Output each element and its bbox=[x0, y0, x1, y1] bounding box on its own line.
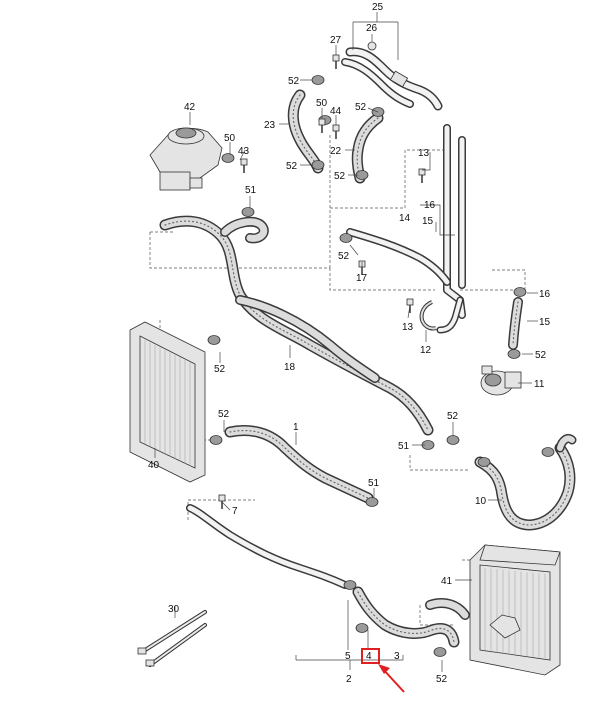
label-52: 52 bbox=[286, 161, 298, 172]
label-10: 10 bbox=[475, 496, 487, 507]
label-15: 15 bbox=[539, 317, 551, 328]
hose-clamp bbox=[541, 447, 555, 457]
label-51: 51 bbox=[368, 478, 380, 489]
hose-10 bbox=[474, 433, 577, 531]
hose-1 bbox=[224, 425, 374, 504]
label-52: 52 bbox=[535, 350, 547, 361]
hose-clamp bbox=[433, 647, 447, 657]
label-44: 44 bbox=[330, 106, 342, 117]
label-52: 52 bbox=[447, 411, 459, 422]
bracket-12 bbox=[419, 300, 437, 331]
pipe-7 bbox=[186, 504, 349, 589]
label-52: 52 bbox=[436, 674, 448, 685]
part-labels: 25 26 27 52 50 44 23 52 22 52 52 13 16 1… bbox=[148, 2, 551, 685]
expansion-tank-42 bbox=[149, 127, 223, 191]
pipes-14-15-16 bbox=[346, 124, 466, 334]
label-15: 15 bbox=[422, 216, 434, 227]
label-18: 18 bbox=[284, 362, 296, 373]
leader-lines bbox=[154, 12, 538, 672]
label-51: 51 bbox=[245, 185, 257, 196]
label-50: 50 bbox=[316, 98, 328, 109]
highlight-arrowhead bbox=[378, 664, 390, 674]
hose-3 bbox=[352, 586, 470, 648]
label-16: 16 bbox=[539, 289, 551, 300]
label-1: 1 bbox=[293, 422, 299, 433]
label-26: 26 bbox=[366, 23, 378, 34]
hose-clamp bbox=[507, 349, 521, 359]
hose-clamp bbox=[343, 580, 357, 590]
hose-clamp bbox=[446, 435, 460, 445]
label-5: 5 bbox=[345, 651, 351, 662]
bolt bbox=[318, 118, 326, 126]
label-52: 52 bbox=[214, 364, 226, 375]
hose-23 bbox=[287, 89, 324, 174]
label-4: 4 bbox=[366, 651, 372, 662]
label-52: 52 bbox=[288, 76, 300, 87]
hose-clamp bbox=[477, 457, 491, 467]
label-40: 40 bbox=[148, 460, 160, 471]
highlight-box bbox=[361, 648, 380, 664]
label-52: 52 bbox=[334, 171, 346, 182]
bolt bbox=[332, 124, 340, 132]
hose-clamp bbox=[339, 233, 353, 243]
bolts bbox=[218, 54, 426, 509]
label-52: 52 bbox=[218, 409, 230, 420]
label-42: 42 bbox=[184, 102, 196, 113]
hose-22 bbox=[351, 112, 384, 184]
label-43: 43 bbox=[238, 146, 250, 157]
hose-clamp bbox=[207, 335, 221, 345]
label-51: 51 bbox=[398, 441, 410, 452]
label-11: 11 bbox=[534, 379, 545, 390]
assembly-guide-lines bbox=[149, 135, 526, 626]
bolt bbox=[332, 54, 340, 62]
label-17: 17 bbox=[356, 273, 368, 284]
radiator-40 bbox=[129, 321, 206, 483]
bolt bbox=[240, 158, 248, 166]
radiator-41 bbox=[469, 544, 561, 676]
label-12: 12 bbox=[420, 345, 432, 356]
hose-clamp bbox=[241, 207, 255, 217]
label-7: 7 bbox=[232, 506, 238, 517]
label-22: 22 bbox=[330, 146, 342, 157]
hose-clamp bbox=[355, 623, 369, 633]
label-23: 23 bbox=[264, 120, 276, 131]
label-2: 2 bbox=[346, 674, 352, 685]
label-14: 14 bbox=[399, 213, 411, 224]
highlight-part-4 bbox=[361, 648, 405, 693]
hose-clamp bbox=[221, 153, 235, 163]
bolt bbox=[218, 494, 226, 502]
hose-clamp bbox=[365, 497, 379, 507]
label-3: 3 bbox=[394, 651, 400, 662]
hose-clamp bbox=[513, 287, 527, 297]
hose-clamp bbox=[311, 75, 325, 85]
label-25: 25 bbox=[372, 2, 384, 13]
label-30: 30 bbox=[168, 604, 180, 615]
pipe-assembly-25 bbox=[341, 41, 443, 111]
hose-clamp bbox=[311, 160, 325, 170]
label-13: 13 bbox=[402, 322, 414, 333]
bolt bbox=[406, 298, 414, 306]
hose-18 bbox=[159, 215, 434, 436]
pump-11 bbox=[480, 365, 522, 396]
hose-clamp bbox=[209, 435, 223, 445]
label-41: 41 bbox=[441, 576, 453, 587]
label-50: 50 bbox=[224, 133, 236, 144]
label-13: 13 bbox=[418, 148, 430, 159]
cable-ties-30 bbox=[137, 610, 207, 667]
label-16: 16 bbox=[424, 200, 436, 211]
label-52: 52 bbox=[338, 251, 350, 262]
label-27: 27 bbox=[330, 35, 342, 46]
hose-15 bbox=[508, 297, 523, 350]
label-52: 52 bbox=[355, 102, 367, 113]
